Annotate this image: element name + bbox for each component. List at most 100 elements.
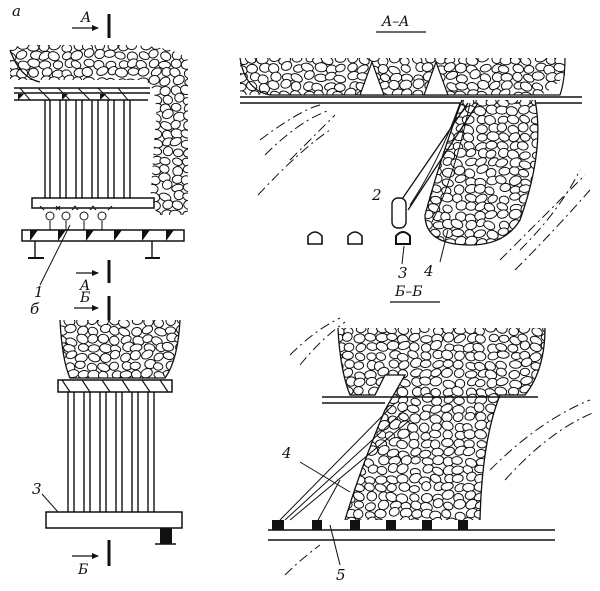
- section-mark-a-top: A: [72, 10, 111, 38]
- rock-pebble: [10, 146, 17, 157]
- rock-pebble: [74, 360, 86, 369]
- rock-pebble: [425, 238, 429, 245]
- panel-a: a A: [9, 2, 188, 318]
- rock-pebble: [541, 393, 545, 405]
- rock-pebble: [16, 174, 28, 184]
- rock-pebble: [441, 489, 455, 500]
- rock-pebble: [499, 515, 511, 520]
- rock-pebble: [180, 84, 188, 96]
- rock-pebble: [140, 45, 153, 51]
- rock-pebble: [267, 80, 280, 90]
- rock-pebble: [125, 78, 138, 88]
- rock-pebble: [10, 199, 21, 209]
- rock-pebble: [419, 410, 431, 421]
- rock-pebble: [170, 58, 182, 69]
- rock-pebble: [114, 51, 126, 60]
- rock-pebble: [178, 359, 180, 370]
- rock-pebble: [509, 475, 523, 486]
- rock-pebble: [377, 444, 390, 456]
- rock-pebble: [484, 369, 498, 380]
- rock-pebble: [244, 58, 257, 64]
- rock-pebble: [175, 369, 180, 378]
- rock-pebble: [420, 335, 433, 344]
- upper-beam-b: [57, 379, 173, 393]
- rock-pebble: [180, 139, 188, 149]
- rock-pebble: [473, 481, 487, 492]
- section-title-bb: Б–Б: [394, 284, 423, 300]
- rock-pebble: [103, 49, 116, 58]
- rock-pebble: [497, 499, 511, 509]
- rock-pebble: [398, 360, 410, 370]
- rock-pebble: [16, 104, 29, 114]
- rock-pebble: [519, 340, 531, 351]
- rock-pebble: [498, 334, 510, 343]
- rock-pebble: [495, 343, 508, 352]
- rock-pebble: [10, 182, 17, 191]
- rock-pebble: [397, 328, 410, 335]
- rock-pebble: [83, 58, 95, 68]
- svg-text:A: A: [78, 278, 90, 294]
- rock-pebble: [441, 509, 452, 519]
- rock-pebble: [344, 421, 358, 430]
- rock-pebble: [529, 342, 542, 353]
- rock-pebble: [476, 440, 488, 449]
- rock-pebble: [355, 328, 367, 334]
- rock-pebble: [17, 164, 28, 174]
- rock-pebble: [338, 421, 346, 431]
- rock-pebble: [409, 472, 422, 484]
- rock-pebble: [510, 499, 523, 509]
- rock-pebble: [530, 458, 541, 468]
- rock-pebble: [454, 174, 467, 184]
- rock-pebble: [62, 154, 73, 164]
- rock-pebble: [82, 76, 96, 86]
- rock-pebble: [183, 148, 188, 158]
- rock-pebble: [87, 333, 99, 344]
- rock-pebble: [117, 140, 129, 150]
- rock-pebble: [30, 172, 43, 183]
- rock-pebble: [529, 405, 542, 415]
- rock-pebble: [522, 228, 533, 238]
- rock-pebble: [484, 446, 497, 457]
- rock-pebble: [512, 71, 523, 82]
- rock-pebble: [531, 151, 538, 160]
- rock-pebble: [280, 78, 292, 89]
- rock-pebble: [136, 148, 148, 158]
- rock-pebble: [411, 58, 423, 65]
- rock-pebble: [183, 102, 188, 113]
- rock-pebble: [338, 387, 346, 397]
- rock-pebble: [162, 351, 175, 361]
- rock-pebble: [540, 491, 545, 501]
- rock-pebble: [544, 90, 558, 95]
- rock-pebble: [77, 343, 89, 352]
- rock-pebble: [452, 359, 464, 370]
- rock-pebble: [341, 332, 353, 342]
- rock-pebble: [93, 119, 105, 131]
- rock-pebble: [10, 93, 19, 104]
- rock-pebble: [139, 164, 150, 175]
- rock-pebble: [519, 367, 531, 377]
- rock-pebble: [366, 352, 377, 361]
- rock-pebble: [324, 71, 337, 81]
- rock-pebble: [61, 149, 73, 159]
- rock-pebble: [499, 462, 511, 472]
- rock-pebble: [105, 152, 118, 164]
- rock-pebble: [520, 91, 533, 95]
- rock-pebble: [519, 466, 532, 476]
- rock-pebble: [331, 520, 343, 530]
- rock-pebble: [61, 120, 74, 131]
- rock-pebble: [451, 474, 464, 483]
- rock-pebble: [127, 67, 140, 76]
- rock-pebble: [83, 48, 95, 58]
- rock-pebble: [408, 518, 421, 520]
- rock-pebble: [476, 133, 488, 142]
- callout-1: 1: [34, 283, 44, 301]
- rock-pebble: [139, 173, 152, 182]
- rock-pebble: [375, 341, 389, 352]
- rock-pebble: [476, 124, 488, 135]
- rock-pebble: [28, 208, 40, 215]
- rock-pebble: [452, 193, 463, 204]
- charge-2: [391, 197, 407, 229]
- gallery-a: [31, 197, 155, 209]
- rock-pebble: [529, 490, 541, 501]
